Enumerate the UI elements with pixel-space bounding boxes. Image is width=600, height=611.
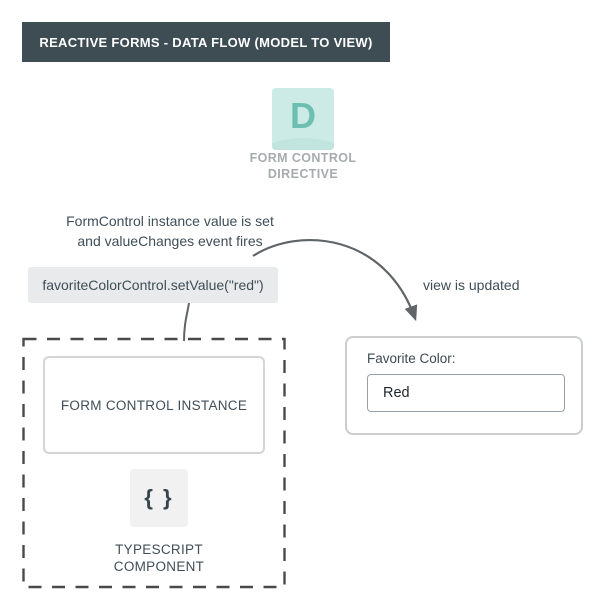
form-control-instance-box: FORM CONTROL INSTANCE [43,356,265,454]
flow-caption-line1: FormControl instance value is set [66,213,274,229]
favorite-color-input[interactable] [367,374,565,412]
directive-label-line1: FORM CONTROL [249,151,357,165]
directive-label-line2: DIRECTIVE [267,167,339,181]
form-control-directive-icon: D [272,88,334,150]
typescript-component-label-line2: COMPONENT [113,559,205,574]
form-control-instance-label: FORM CONTROL INSTANCE [60,397,248,413]
flow-caption: FormControl instance value is set and va… [25,211,315,251]
flow-caption-line2: and valueChanges event fires [77,233,263,249]
view-is-updated-label: view is updated [423,277,520,293]
directive-icon-fold [272,138,334,150]
typescript-component-label: TYPESCRIPT COMPONENT [79,541,239,575]
typescript-braces-icon: { } [130,469,188,527]
page-title: REACTIVE FORMS - DATA FLOW (MODEL TO VIE… [39,34,373,50]
set-value-code-chip: favoriteColorControl.setValue("red") [28,267,278,303]
code-to-component-connector-line [183,302,190,342]
set-value-code-text: favoriteColorControl.setValue("red") [42,277,264,293]
favorite-color-view-card: Favorite Color: [345,336,583,435]
form-control-directive-label: FORM CONTROL DIRECTIVE [233,150,373,182]
header-bar: REACTIVE FORMS - DATA FLOW (MODEL TO VIE… [22,22,390,62]
directive-letter-d: D [290,95,316,136]
typescript-component-label-line1: TYPESCRIPT [115,542,203,557]
braces-glyph: { } [144,485,174,510]
favorite-color-field-label: Favorite Color: [367,351,456,366]
